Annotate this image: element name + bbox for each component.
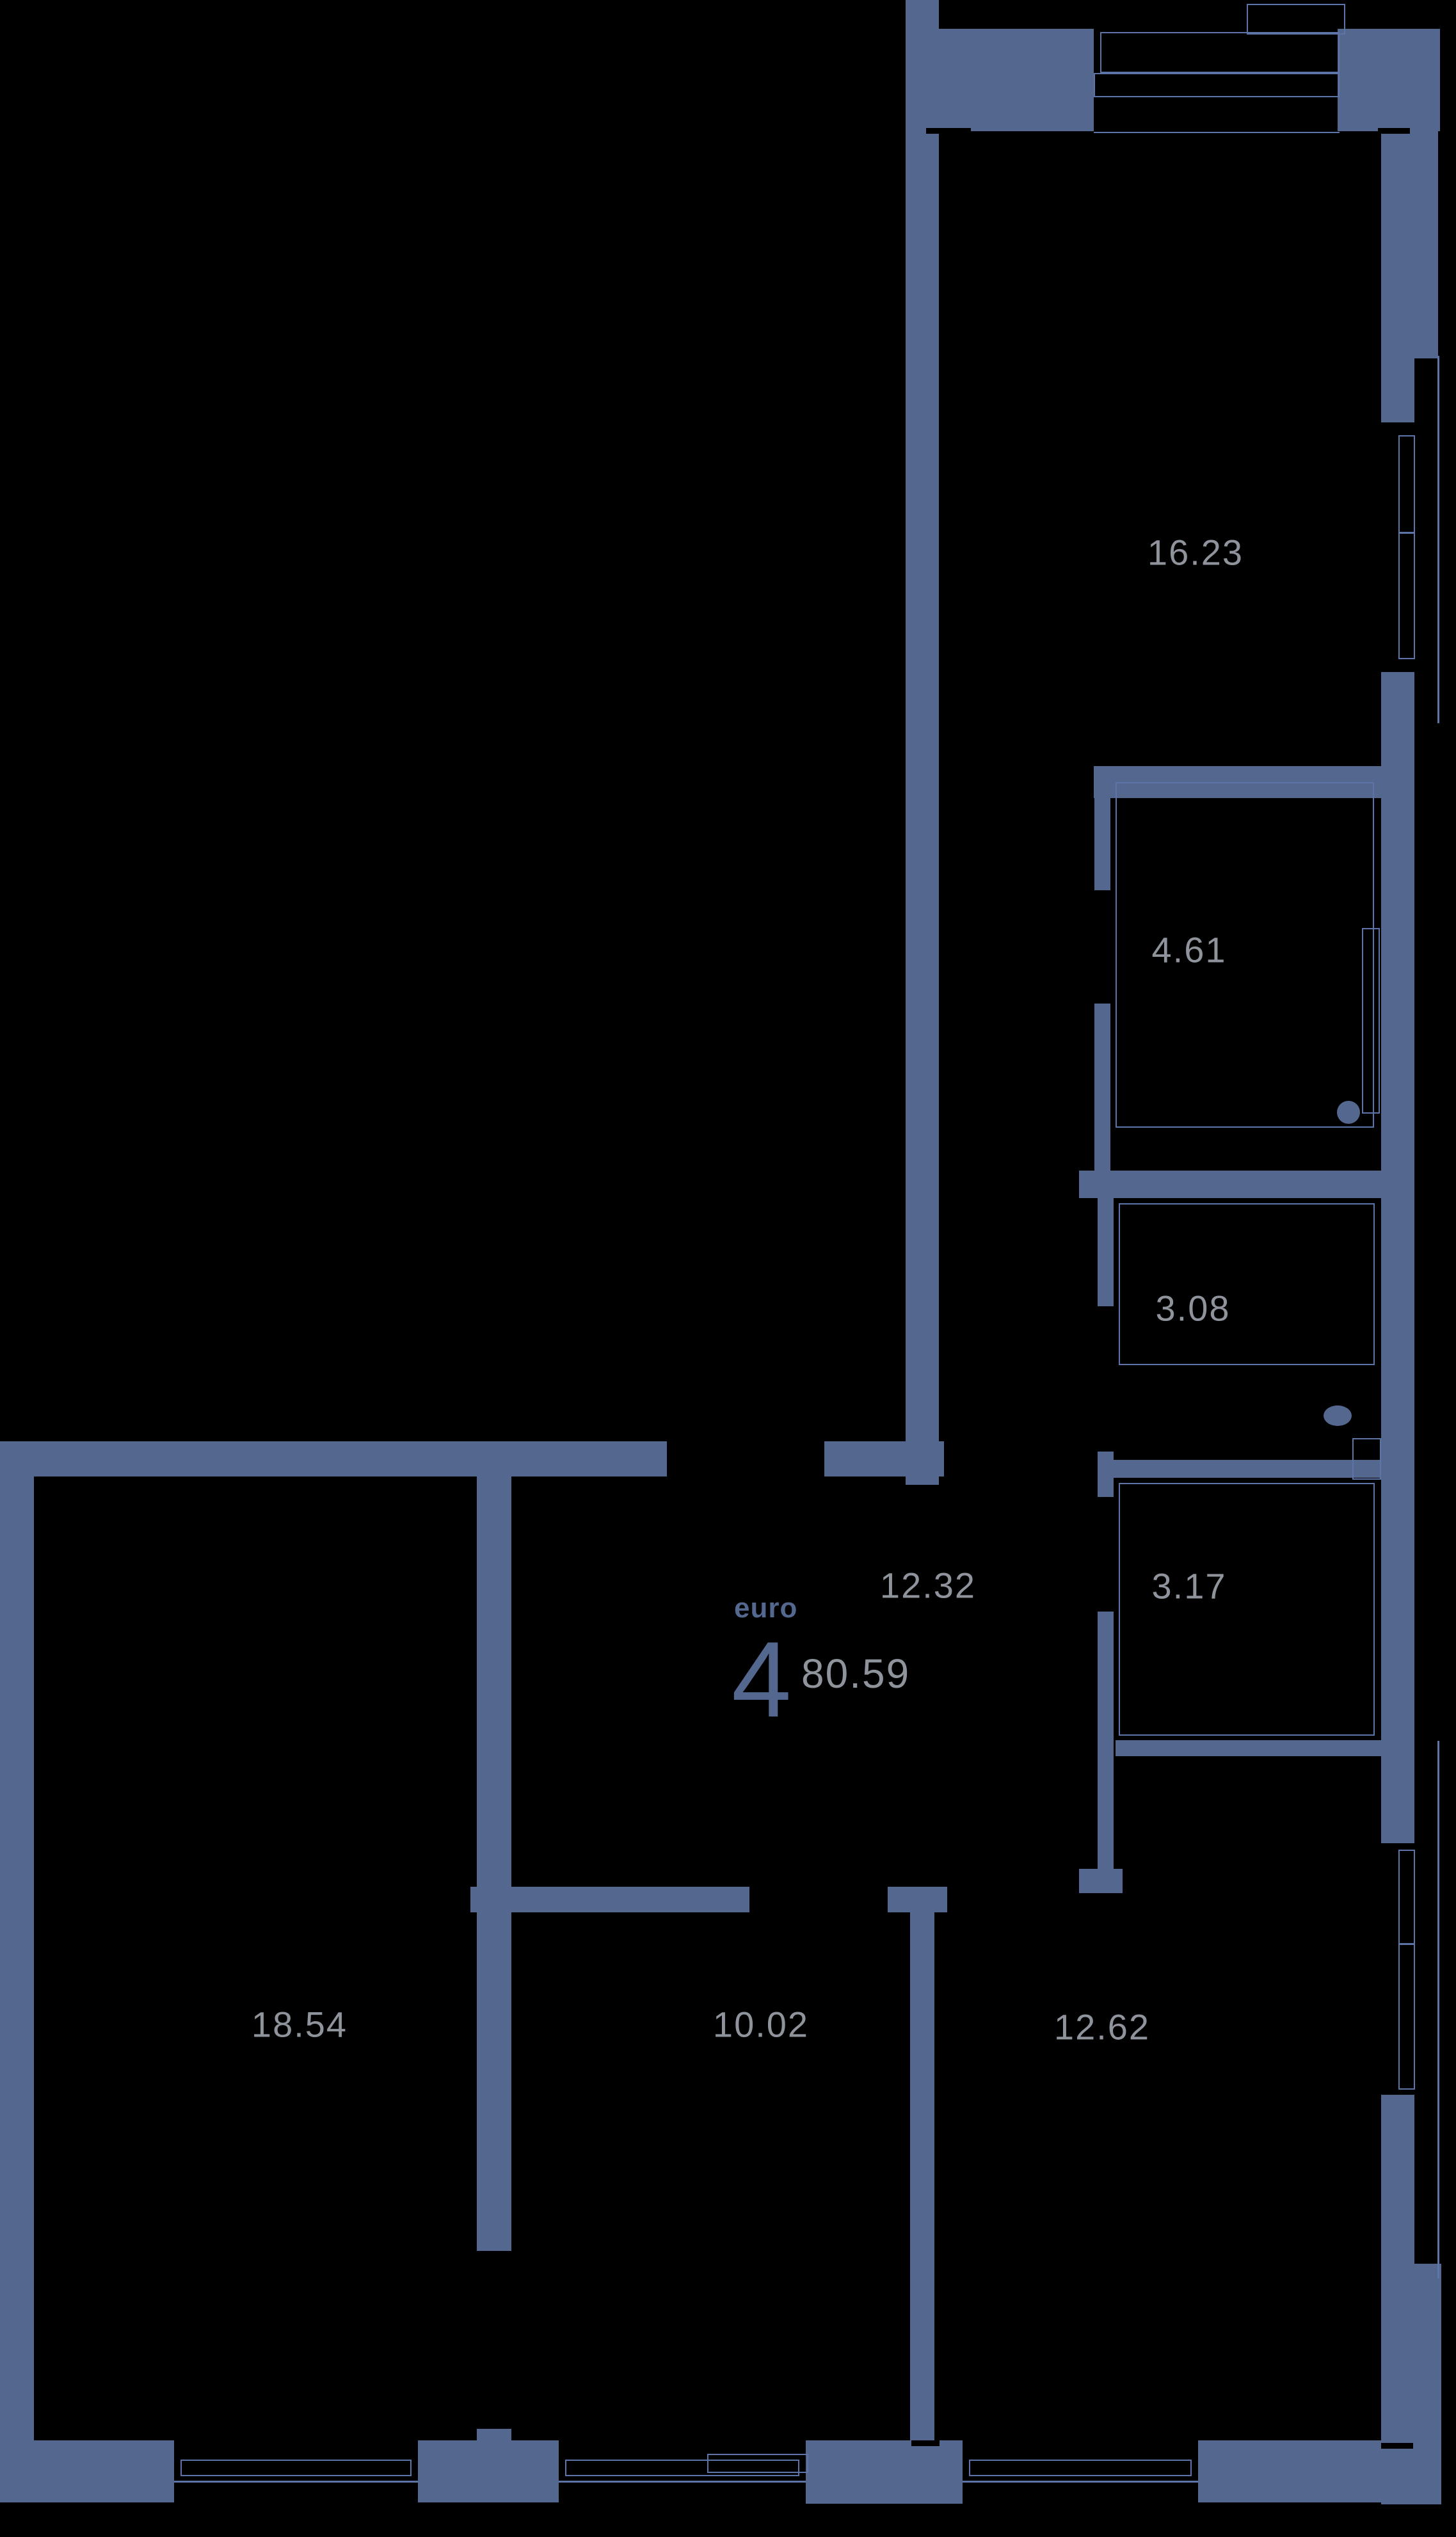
wall-bedroom-kitchen-divider [910,1887,934,2440]
fixture-boiler-circle [1337,1101,1360,1124]
window-top-sill-line [1094,132,1340,133]
wall-bathroom-small-left-foot [1079,1869,1123,1893]
wall-tick-bottom-pier [911,2440,940,2446]
fixture-washer-outline [1352,1438,1381,1480]
window-top-sash-a [1100,32,1340,73]
wall-living-corridor-divider [477,1477,511,2251]
window-right-a-outer-line [1437,356,1439,723]
room-area-label-living-room: 18.54 [251,2004,348,2045]
window-right-b-frame [1398,1850,1415,2090]
window-bottom-2-frame [565,2460,799,2476]
wall-bottom-mid-segment [418,2440,559,2502]
unit-rooms-count: 4 [732,1619,792,1740]
wall-bedroom-middle-top [470,1887,749,1912]
wall-top-corner-strip [1414,29,1438,358]
wall-lower-top-mid [824,1441,944,1477]
window-right-b-transom [1398,1943,1415,1945]
window-top-outer-frame [1247,4,1345,35]
wall-left-exterior [0,1441,34,2502]
window-bottom-3-frame [969,2460,1192,2476]
wall-right-middle [1381,672,1414,1843]
wall-tick-bottom-right [1381,2443,1413,2449]
room-area-label-hall-small: 3.08 [1155,1288,1231,1329]
fixture-sink-ellipse [1324,1405,1352,1426]
outline-bathroom-big [1116,782,1374,1128]
wall-bottom-right-segment [1198,2440,1440,2502]
window-bottom-1-frame [180,2460,412,2476]
wall-right-upper [1381,29,1414,422]
window-right-a-transom [1398,532,1415,534]
wall-tick-top-left [926,128,971,134]
window-bottom-1-outer-line [174,2481,418,2483]
wall-wing-left [906,0,939,1485]
wall-hall-bathroom-divider [1114,1460,1381,1478]
wall-bottom-left-segment [0,2440,174,2502]
wall-hall-divider [1079,1171,1414,1198]
wall-bathroom-big-left-upper [1094,766,1110,890]
window-right-a-frame [1398,435,1415,659]
room-area-label-corridor: 12.32 [879,1565,977,1606]
room-area-label-kitchen: 12.62 [1053,2006,1151,2047]
wall-right-lower [1381,2095,1414,2504]
fixture-niche-outline [1362,928,1380,1114]
window-bottom-2-outer-line [559,2481,806,2483]
wall-bathroom-small-bottom [1116,1740,1381,1756]
window-right-b-outer-line [1437,1741,1439,2278]
room-area-label-bathroom-small: 3.17 [1151,1565,1227,1606]
window-bottom-3-outer-line [963,2481,1198,2483]
wall-tick-top-right [1378,128,1410,134]
wall-bottom-pier [806,2440,963,2504]
unit-total-area: 80.59 [801,1651,911,1697]
outline-bathroom-small [1119,1483,1375,1736]
wall-bathroom-small-left [1098,1612,1114,1869]
wall-top-left-segment [906,29,1094,131]
room-area-label-bedroom-top: 16.23 [1147,532,1244,573]
window-top-sash-b [1094,73,1340,97]
room-area-label-bedroom-middle: 10.02 [712,2004,810,2045]
wall-hall-left-mid [1098,1452,1114,1497]
wall-hall-left-upper [1098,1198,1114,1306]
wall-bathroom-big-left-lower [1094,1004,1110,1171]
outline-hall-small [1119,1203,1375,1365]
room-area-label-bathroom-big: 4.61 [1151,929,1227,970]
window-bottom-2-door-leaf [707,2454,808,2473]
unit-type-label: euro [734,1592,798,1624]
wall-lower-top-left [0,1441,667,1477]
